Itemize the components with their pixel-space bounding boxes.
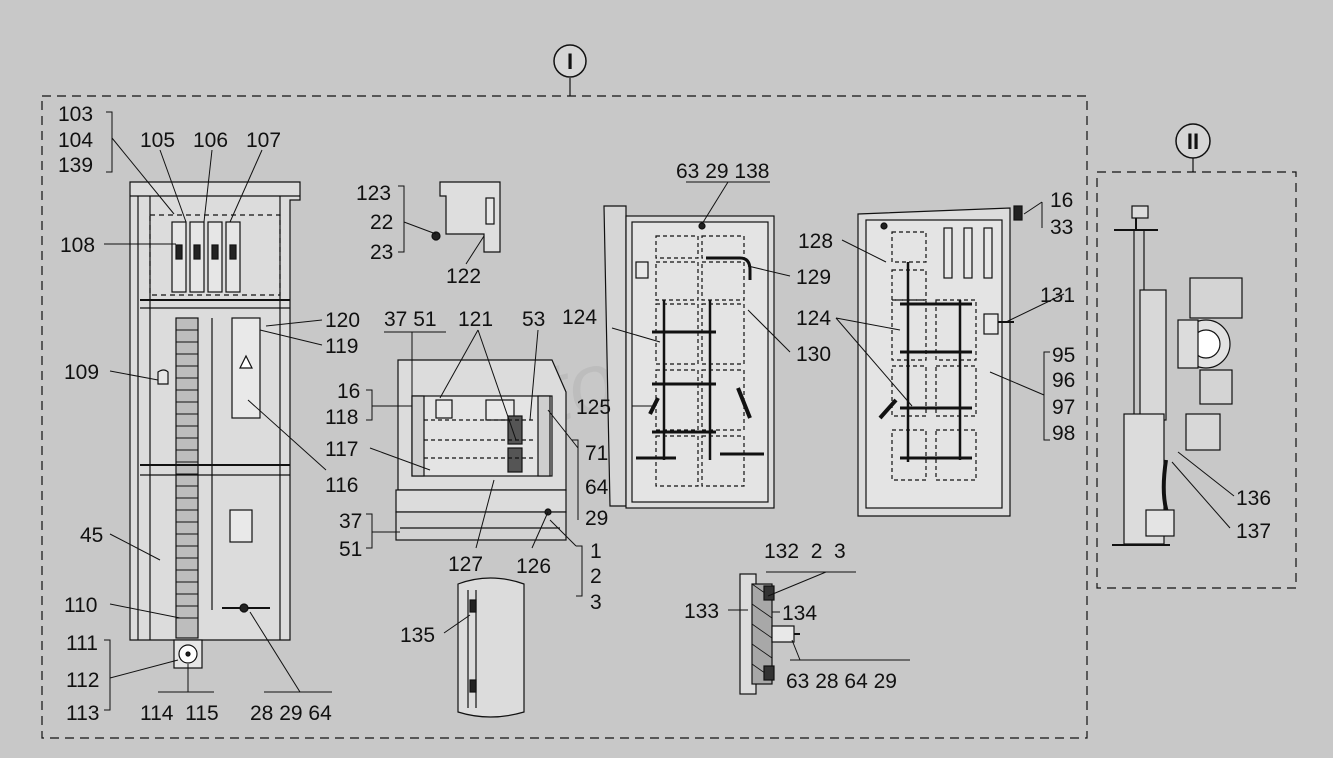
label-121: 121 <box>458 308 493 331</box>
label-116: 116 <box>325 474 358 497</box>
label-28-29-64-a: 28 29 64 <box>250 702 332 725</box>
label-117: 117 <box>325 438 358 461</box>
view-1-marker: I <box>553 44 587 96</box>
label-125: 125 <box>576 396 611 419</box>
label-114-115: 114 115 <box>140 702 219 725</box>
label-3-a: 3 <box>590 591 602 614</box>
label-37-b: 37 <box>339 510 362 533</box>
label-63-28-64-29: 63 28 64 29 <box>786 670 897 693</box>
label-53: 53 <box>522 308 545 331</box>
label-126: 126 <box>516 555 551 578</box>
leader-lines <box>104 111 1235 711</box>
label-136: 136 <box>1236 487 1271 510</box>
label-103: 103 <box>58 103 93 126</box>
label-108: 108 <box>60 234 95 257</box>
distribution-panel <box>603 205 775 509</box>
label-97: 97 <box>1052 396 1075 419</box>
label-37-51-a: 37 51 <box>384 308 437 331</box>
label-131: 131 <box>1040 284 1075 307</box>
label-98: 98 <box>1052 422 1075 445</box>
label-122: 122 <box>446 265 481 288</box>
side-equipment <box>1112 205 1243 546</box>
label-45: 45 <box>80 524 103 547</box>
label-128: 128 <box>798 230 833 253</box>
label-111: 111 <box>66 632 98 655</box>
label-133: 133 <box>684 600 719 623</box>
label-29-a: 29 <box>585 507 608 530</box>
label-16-b: 16 <box>1050 189 1073 212</box>
label-106: 106 <box>193 129 228 152</box>
left-cabinet <box>129 181 301 669</box>
label-137: 137 <box>1236 520 1271 543</box>
view-2-marker: II <box>1175 123 1211 172</box>
label-120: 120 <box>325 309 360 332</box>
label-110: 110 <box>64 594 97 617</box>
label-139: 139 <box>58 154 93 177</box>
group-frame-1 <box>41 95 1088 739</box>
label-63-29-138: 63 29 138 <box>676 160 769 183</box>
label-51-b: 51 <box>339 538 362 561</box>
fuse-panel <box>857 205 1023 517</box>
label-96: 96 <box>1052 369 1075 392</box>
label-109: 109 <box>64 361 99 384</box>
insulator-detail <box>739 573 800 695</box>
label-107: 107 <box>246 129 281 152</box>
label-132-2-3: 132 2 3 <box>764 540 846 563</box>
bracket-part <box>431 181 501 253</box>
view-2-label: II <box>1187 129 1199 154</box>
label-23: 23 <box>370 241 393 264</box>
label-2-a: 2 <box>590 565 602 588</box>
label-130: 130 <box>796 343 831 366</box>
label-1: 1 <box>590 540 602 563</box>
view-1-label: I <box>567 49 573 74</box>
label-64-a: 64 <box>585 476 609 499</box>
label-118: 118 <box>325 406 358 429</box>
label-16-a: 16 <box>337 380 360 403</box>
label-112: 112 <box>66 669 99 692</box>
label-71: 71 <box>585 442 608 465</box>
label-105: 105 <box>140 129 175 152</box>
label-124-b: 124 <box>796 307 831 330</box>
label-33: 33 <box>1050 216 1073 239</box>
label-135: 135 <box>400 624 435 647</box>
part-135 <box>457 577 525 718</box>
label-123: 123 <box>356 182 391 205</box>
label-127: 127 <box>448 553 483 576</box>
label-134: 134 <box>782 602 817 625</box>
label-124-a: 124 <box>562 306 597 329</box>
label-22: 22 <box>370 211 393 234</box>
label-119: 119 <box>325 335 358 358</box>
label-95: 95 <box>1052 344 1075 367</box>
relay-subassembly <box>395 359 567 541</box>
labels: 103 104 139 105 106 107 108 109 45 110 1… <box>58 103 1271 725</box>
label-104: 104 <box>58 129 93 152</box>
group-frame-2 <box>1096 171 1297 589</box>
label-113: 113 <box>66 702 99 725</box>
label-129: 129 <box>796 266 831 289</box>
